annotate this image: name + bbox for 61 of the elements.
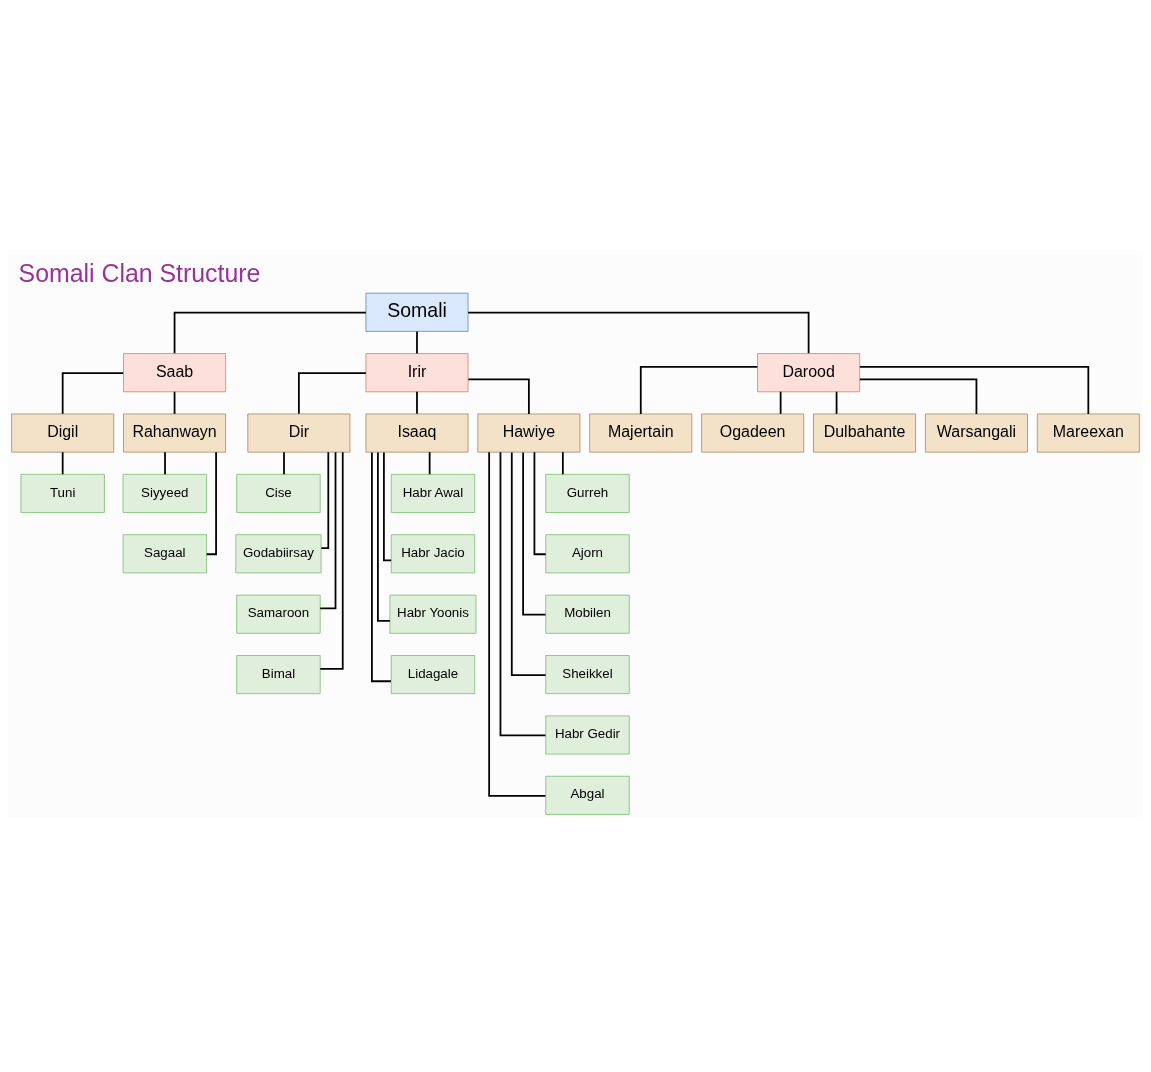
connector [416,390,418,415]
node-box: Gurreh [545,473,630,513]
connector [173,390,176,415]
connector [510,451,547,676]
node-box: Isaaq [365,413,469,453]
node-box: Digil [11,413,115,453]
connector [428,450,431,475]
connector [416,330,418,354]
connector [377,451,391,622]
node-box: Irir [365,352,469,392]
node-box: Somali [365,292,469,332]
node-box: Darood [757,352,861,392]
node-box: Ogadeen [701,413,805,453]
connector [320,450,330,549]
node-box: Hawiye [477,413,581,453]
node-box: Lidagale [390,654,476,694]
connector [639,365,759,415]
connector [779,390,782,415]
node-box: Habr Gedir [545,714,630,754]
node-box: Mobilen [545,594,630,634]
connector [319,450,344,670]
connector [467,377,530,415]
connector [383,451,393,561]
node-box: Majertain [589,413,693,453]
connector [522,451,547,616]
connector [164,450,166,475]
node-box: Habr Yoonis [389,594,477,634]
connector [173,311,367,354]
node-box: Sheikkel [545,654,630,694]
connector [61,371,125,415]
connector [859,377,978,415]
connector [533,450,547,555]
node-box: Ajorn [545,533,630,573]
node-box: Siyyeed [122,473,207,513]
node-box: Tuni [20,473,105,513]
node-box: Saab [123,352,227,392]
node-box: Cise [236,473,321,513]
node-box: Habr Jacio [390,533,476,573]
node-box: Rahanwayn [123,413,227,453]
connector [499,450,547,736]
node-box: Sagaal [122,533,207,573]
node-box: Bimal [236,654,321,694]
node-box: Samaroon [236,594,321,634]
connector [61,450,64,475]
connector [859,365,1090,415]
connector [283,450,285,475]
node-box: Mareexan [1036,413,1140,453]
diagram-title: Somali Clan Structure [18,258,261,287]
connector [467,311,810,354]
node-box: Godabiirsay [235,533,322,573]
node-box: Abgal [545,775,630,815]
connector [488,450,547,797]
connector [561,450,564,475]
node-box: Dulbahante [813,413,917,453]
connector [205,450,217,555]
connector [319,450,337,609]
node-box: Habr Awal [390,473,476,513]
connector [298,371,367,415]
node-box: Dir [247,413,351,453]
node-box: Warsangali [924,413,1028,453]
connector [835,390,838,415]
